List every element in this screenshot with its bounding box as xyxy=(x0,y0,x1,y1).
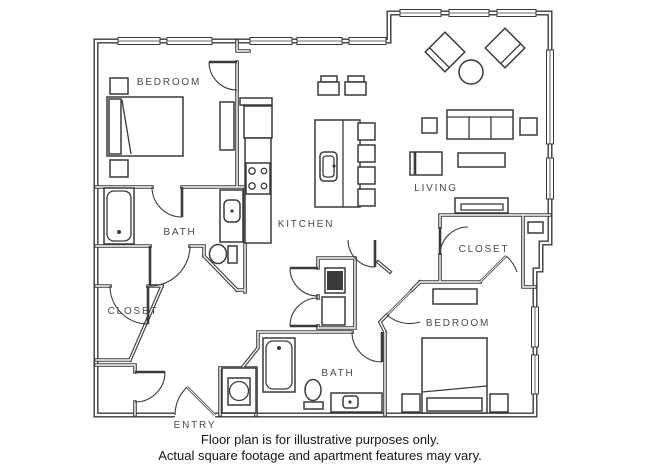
window-icon xyxy=(546,157,554,200)
door-closet-right xyxy=(479,255,518,283)
label-bath-left: BATH xyxy=(163,227,196,238)
doors xyxy=(109,60,518,416)
entry-utility xyxy=(221,367,257,414)
label-bedroom-right: BEDROOM xyxy=(426,318,490,329)
window-icon xyxy=(546,49,554,145)
door-nook xyxy=(134,370,166,403)
nightstand-icon xyxy=(109,77,129,95)
kitchen-island-icon xyxy=(314,119,361,208)
armchair-icon xyxy=(424,31,466,73)
armchair-icon xyxy=(484,27,526,69)
nightstand-icon xyxy=(401,393,421,413)
room-labels: BEDROOM BATH CLOSET ENTRY KITCHEN LIVING… xyxy=(108,77,510,431)
toilet-icon xyxy=(303,378,324,410)
window-icon xyxy=(496,9,537,17)
windows xyxy=(117,9,554,395)
stove-icon xyxy=(245,162,271,195)
window-icon xyxy=(531,354,539,395)
kitchen-furniture xyxy=(239,75,376,244)
door-bedroom-right xyxy=(386,289,421,325)
bedroom-right-furniture xyxy=(401,221,544,414)
window-icon xyxy=(348,37,387,45)
bar-stool-icon xyxy=(317,75,340,96)
window-icon xyxy=(531,306,539,348)
vanity-sink-icon xyxy=(219,189,244,243)
bar-stool-icon xyxy=(357,122,376,141)
door-bath-left-top xyxy=(151,186,184,218)
dresser-icon xyxy=(432,288,478,305)
window-icon xyxy=(166,37,213,45)
label-entry: ENTRY xyxy=(174,420,217,431)
bar-stool-icon xyxy=(344,75,367,96)
washer-dryer-icon xyxy=(321,267,346,326)
disclaimer-line1: Floor plan is for illustrative purposes … xyxy=(201,432,439,447)
door-entry xyxy=(174,386,216,416)
label-bedroom-left: BEDROOM xyxy=(137,77,201,88)
door-bath-left-bottom xyxy=(148,245,191,287)
disclaimer: Floor plan is for illustrative purposes … xyxy=(158,432,482,463)
end-table-icon xyxy=(421,117,438,134)
window-icon xyxy=(399,9,442,17)
window-icon xyxy=(448,9,490,17)
water-heater-icon xyxy=(221,367,257,414)
shelf-icon xyxy=(527,221,544,234)
bath-left-fixtures xyxy=(103,187,244,265)
bathtub-icon xyxy=(262,337,296,393)
laundry-stack xyxy=(321,267,346,326)
nightstand-icon xyxy=(489,393,509,413)
nightstand-icon xyxy=(109,159,129,178)
door-closet-left xyxy=(109,285,150,325)
door-laundry-double xyxy=(289,266,319,328)
sink-icon xyxy=(319,151,338,182)
bedroom-left-furniture xyxy=(106,77,235,178)
media-cabinet-icon xyxy=(409,151,443,176)
bath-right-fixtures xyxy=(262,337,383,413)
cabinet-icon xyxy=(239,97,273,106)
bed-icon xyxy=(106,96,184,157)
vanity-sink-icon xyxy=(330,392,383,413)
window-icon xyxy=(117,37,161,45)
end-table-icon xyxy=(519,117,538,136)
label-closet-right: CLOSET xyxy=(459,244,510,255)
toilet-icon xyxy=(208,243,238,265)
label-kitchen: KITCHEN xyxy=(278,219,335,230)
interior-walls xyxy=(94,39,552,417)
bathtub-icon xyxy=(103,187,135,245)
tv-console-icon xyxy=(454,197,509,214)
living-furniture xyxy=(409,27,538,214)
label-closet-left: CLOSET xyxy=(108,306,159,317)
bed-icon xyxy=(421,337,488,414)
round-table-icon xyxy=(458,59,484,85)
bar-stool-icon xyxy=(357,166,376,185)
door-closet-right-west xyxy=(438,226,469,256)
coffee-table-icon xyxy=(457,152,506,168)
door-hall xyxy=(347,239,377,268)
window-icon xyxy=(249,37,293,45)
refrigerator-icon xyxy=(243,105,273,139)
door-bath-right xyxy=(351,331,384,363)
exterior-walls xyxy=(93,10,553,418)
bar-stool-icon xyxy=(357,188,376,207)
disclaimer-line2: Actual square footage and apartment feat… xyxy=(158,448,482,463)
door-bedroom-left xyxy=(208,60,238,91)
label-bath-right: BATH xyxy=(321,368,354,379)
sofa-icon xyxy=(446,109,514,140)
entry-opening xyxy=(175,409,215,421)
bar-stool-icon xyxy=(357,144,376,163)
label-living: LIVING xyxy=(414,183,458,194)
window-icon xyxy=(296,37,343,45)
dresser-icon xyxy=(219,101,235,151)
